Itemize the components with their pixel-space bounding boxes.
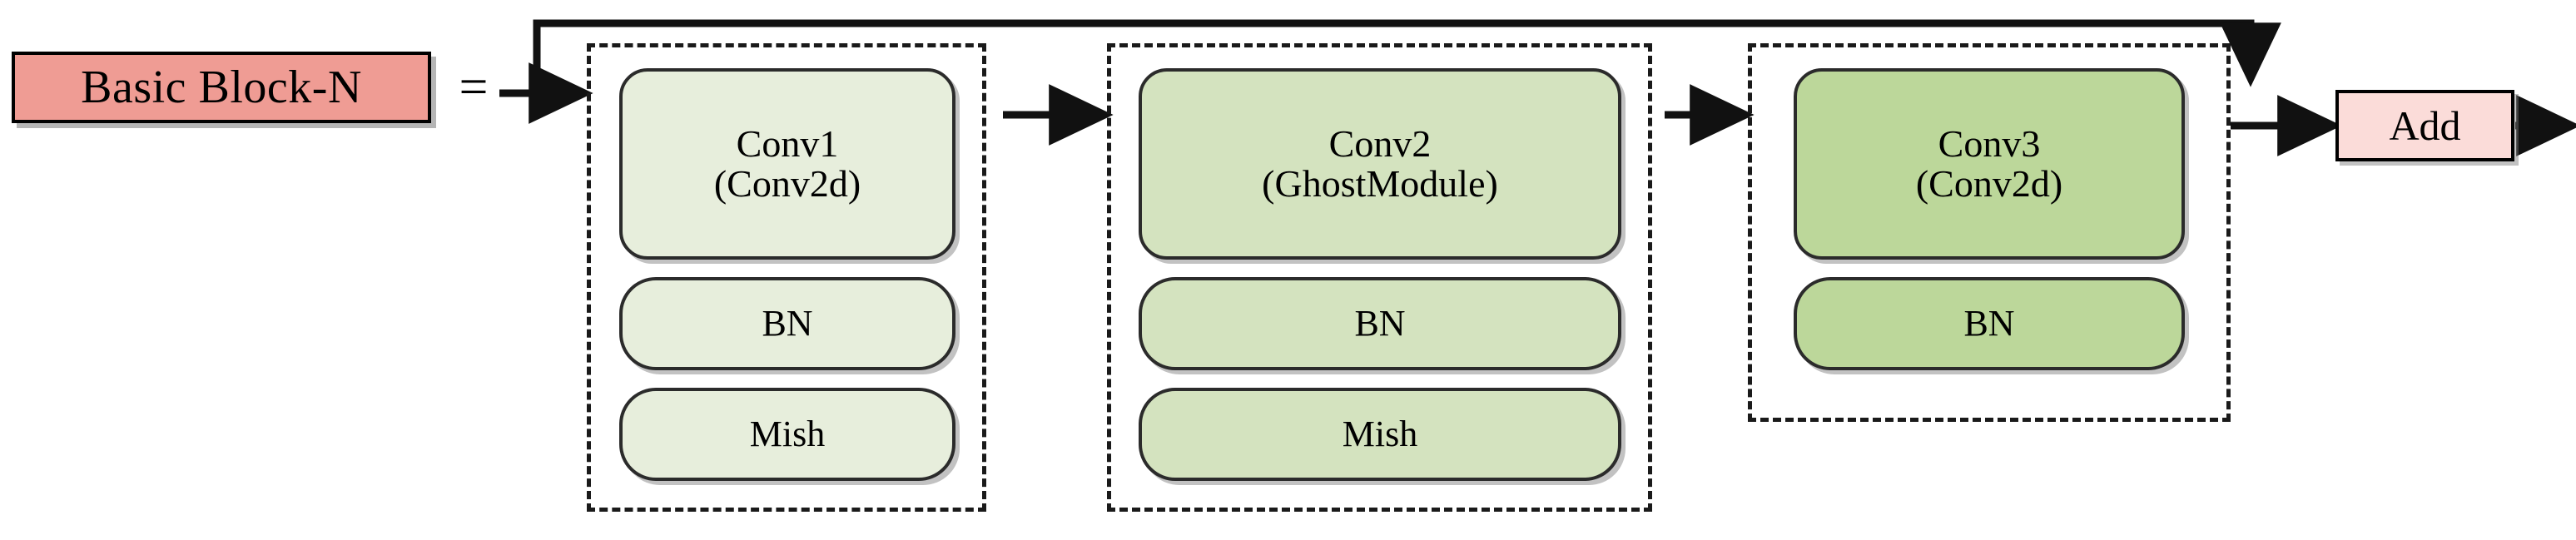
basic-block-label-text: Basic Block-N (81, 62, 362, 113)
group-2-conv-line1: Conv2 (1328, 121, 1432, 165)
group-1-conv-line2: (Conv2d) (713, 162, 861, 205)
group-2-bn-block: BN (1139, 277, 1621, 370)
group-2-conv-line2: (GhostModule) (1262, 162, 1498, 205)
group-2-bn-label: BN (1354, 302, 1406, 344)
group-2-dashed-container (1107, 43, 1652, 512)
group-1-conv-line1: Conv1 (736, 121, 839, 165)
group-3-dashed-container (1748, 43, 2231, 422)
equals-sign: = (459, 59, 489, 116)
group-3-conv-line1: Conv3 (1938, 121, 2041, 165)
add-box: Add (2335, 90, 2514, 161)
group-1-dashed-container (587, 43, 986, 512)
add-box-label: Add (2389, 102, 2461, 149)
group-1-mish-label: Mish (749, 413, 826, 454)
group-1-bn-block: BN (619, 277, 955, 370)
group-2-conv-block: Conv2 (GhostModule) (1139, 68, 1621, 260)
group-1-conv-block: Conv1 (Conv2d) (619, 68, 955, 260)
group-3-bn-block: BN (1794, 277, 2185, 370)
group-2-mish-label: Mish (1342, 413, 1418, 454)
group-2-mish-block: Mish (1139, 388, 1621, 481)
group-3-conv-line2: (Conv2d) (1915, 162, 2063, 205)
group-1-mish-block: Mish (619, 388, 955, 481)
basic-block-label-box: Basic Block-N (12, 52, 431, 123)
group-3-bn-label: BN (1963, 302, 2015, 344)
group-1-bn-label: BN (762, 302, 813, 344)
group-3-conv-block: Conv3 (Conv2d) (1794, 68, 2185, 260)
